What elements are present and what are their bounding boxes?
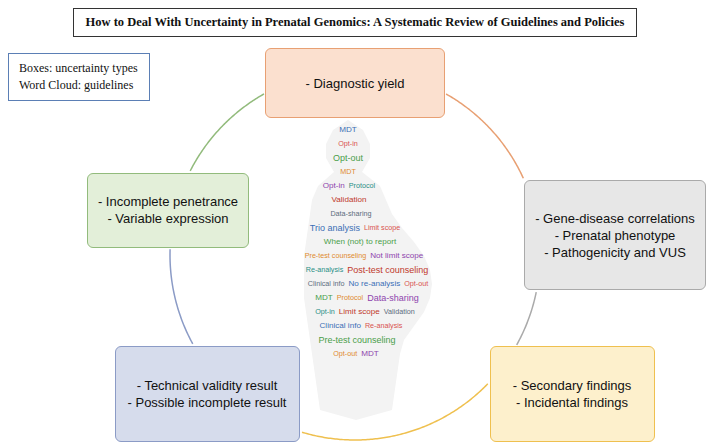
cloud-word: Data-sharing — [330, 208, 371, 220]
cycle-arc — [302, 384, 488, 440]
cloud-word: Opt-out — [404, 278, 428, 290]
cloud-word: Validation — [384, 306, 415, 318]
cloud-word: Not limit scope — [370, 250, 423, 262]
cloud-word: Protocol — [349, 180, 375, 192]
cloud-word: Validation — [332, 194, 367, 206]
cloud-word: MDT — [339, 124, 357, 136]
uncertainty-item: - Incidental findings — [516, 394, 628, 411]
cloud-word: No re-analysis — [349, 278, 401, 290]
cloud-word: Re-analysis — [365, 320, 403, 332]
uncertainty-item: - Gene-disease correlations — [535, 210, 695, 227]
cloud-word: Pre-test counseling — [305, 250, 367, 262]
legend-entry: Boxes: uncertainty types — [19, 60, 138, 77]
figure-title: How to Deal With Uncertainty in Prenatal… — [73, 8, 638, 37]
cloud-word: Opt-in — [323, 180, 345, 192]
cloud-word: Opt-in — [315, 306, 335, 318]
uncertainty-item: - Prenatal phenotype — [555, 227, 676, 244]
uncertainty-item: - Diagnostic yield — [306, 75, 405, 92]
cycle-arc — [517, 292, 537, 345]
cloud-word: Limit scope — [364, 222, 400, 234]
cloud-word: Opt-in — [338, 138, 358, 150]
cloud-word: MDT — [315, 292, 333, 304]
cloud-word: MDT — [361, 348, 379, 360]
cloud-word: Trio analysis — [310, 222, 360, 234]
cloud-word: MDT — [340, 166, 356, 178]
uncertainty-box: - Technical validity result- Possible in… — [115, 346, 300, 442]
cycle-arc — [190, 94, 264, 171]
legend-box: Boxes: uncertainty typesWord Cloud: guid… — [8, 53, 150, 101]
uncertainty-item: - Technical validity result — [137, 377, 278, 394]
cloud-word: Protocol — [337, 292, 363, 304]
cloud-word: When (not) to report — [324, 236, 396, 248]
uncertainty-box: - Secondary findings- Incidental finding… — [490, 346, 655, 442]
cycle-arc — [170, 249, 193, 344]
cloud-word: Post-test counseling — [347, 264, 428, 276]
cloud-word: Data-sharing — [367, 292, 419, 304]
legend-entry: Word Cloud: guidelines — [19, 77, 133, 94]
uncertainty-item: - Pathogenicity and VUS — [544, 244, 686, 261]
cloud-word: Clinical info — [320, 320, 361, 332]
cycle-arc — [446, 94, 523, 178]
cloud-word: Pre-test counseling — [318, 334, 395, 346]
cloud-word: Limit scope — [339, 306, 380, 318]
uncertainty-item: - Incomplete penetrance — [98, 193, 238, 210]
pregnant-silhouette — [304, 120, 432, 420]
cloud-word: Clinical info — [308, 278, 345, 290]
uncertainty-box: - Gene-disease correlations- Prenatal ph… — [524, 180, 706, 290]
uncertainty-item: - Secondary findings — [513, 377, 632, 394]
cloud-word: Opt-out — [333, 152, 363, 164]
uncertainty-item: - Variable expression — [107, 210, 228, 227]
uncertainty-item: - Possible incomplete result — [128, 394, 287, 411]
uncertainty-box: - Incomplete penetrance- Variable expres… — [87, 173, 249, 248]
cloud-word: Opt-out — [333, 348, 357, 360]
uncertainty-box: - Diagnostic yield — [265, 48, 445, 118]
cloud-word: Re-analysis — [306, 264, 344, 276]
